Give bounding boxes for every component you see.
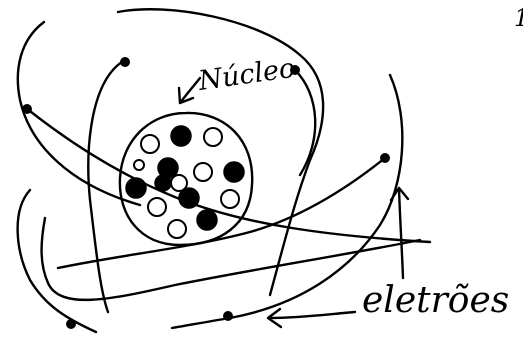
orbit-diagonal bbox=[24, 106, 432, 244]
electron bbox=[290, 65, 300, 75]
nucleus bbox=[118, 111, 254, 247]
orbit-mid-right bbox=[56, 156, 387, 270]
neutron bbox=[193, 162, 213, 182]
electron bbox=[22, 104, 32, 114]
neutron bbox=[140, 134, 160, 154]
orbit-right-arc bbox=[170, 73, 404, 330]
electron bbox=[380, 153, 390, 163]
electron bbox=[223, 311, 233, 321]
nucleus-label-group: Núcleo bbox=[177, 53, 297, 105]
orbit-small-right bbox=[293, 68, 317, 177]
electrons bbox=[22, 57, 390, 329]
page-number: 1 bbox=[514, 4, 523, 32]
electrons-label-group: eletrões bbox=[266, 186, 509, 329]
proton bbox=[223, 161, 245, 183]
nucleus-boundary bbox=[118, 111, 254, 247]
electron bbox=[66, 319, 76, 329]
neutron bbox=[220, 189, 240, 209]
proton bbox=[196, 209, 218, 231]
orbit-left-inner bbox=[87, 58, 127, 314]
orbit-lower-left bbox=[16, 188, 98, 334]
neutron bbox=[170, 174, 188, 192]
orbits bbox=[16, 8, 432, 334]
nucleus-arrow bbox=[177, 76, 202, 105]
neutron bbox=[167, 219, 187, 239]
neutron bbox=[203, 127, 223, 147]
electrons-arrow-left bbox=[266, 307, 357, 329]
proton bbox=[125, 177, 147, 199]
orbit-outer-left bbox=[16, 20, 142, 207]
proton bbox=[170, 125, 192, 147]
electron bbox=[120, 57, 130, 67]
proton bbox=[178, 187, 200, 209]
electrons-arrow-up bbox=[389, 186, 410, 280]
neutron bbox=[133, 159, 145, 171]
electrons-label: eletrões bbox=[362, 280, 509, 321]
neutron bbox=[147, 197, 167, 217]
nucleus-label: Núcleo bbox=[196, 53, 297, 97]
orbit-bottom-wide bbox=[40, 216, 422, 302]
proton bbox=[154, 174, 172, 192]
